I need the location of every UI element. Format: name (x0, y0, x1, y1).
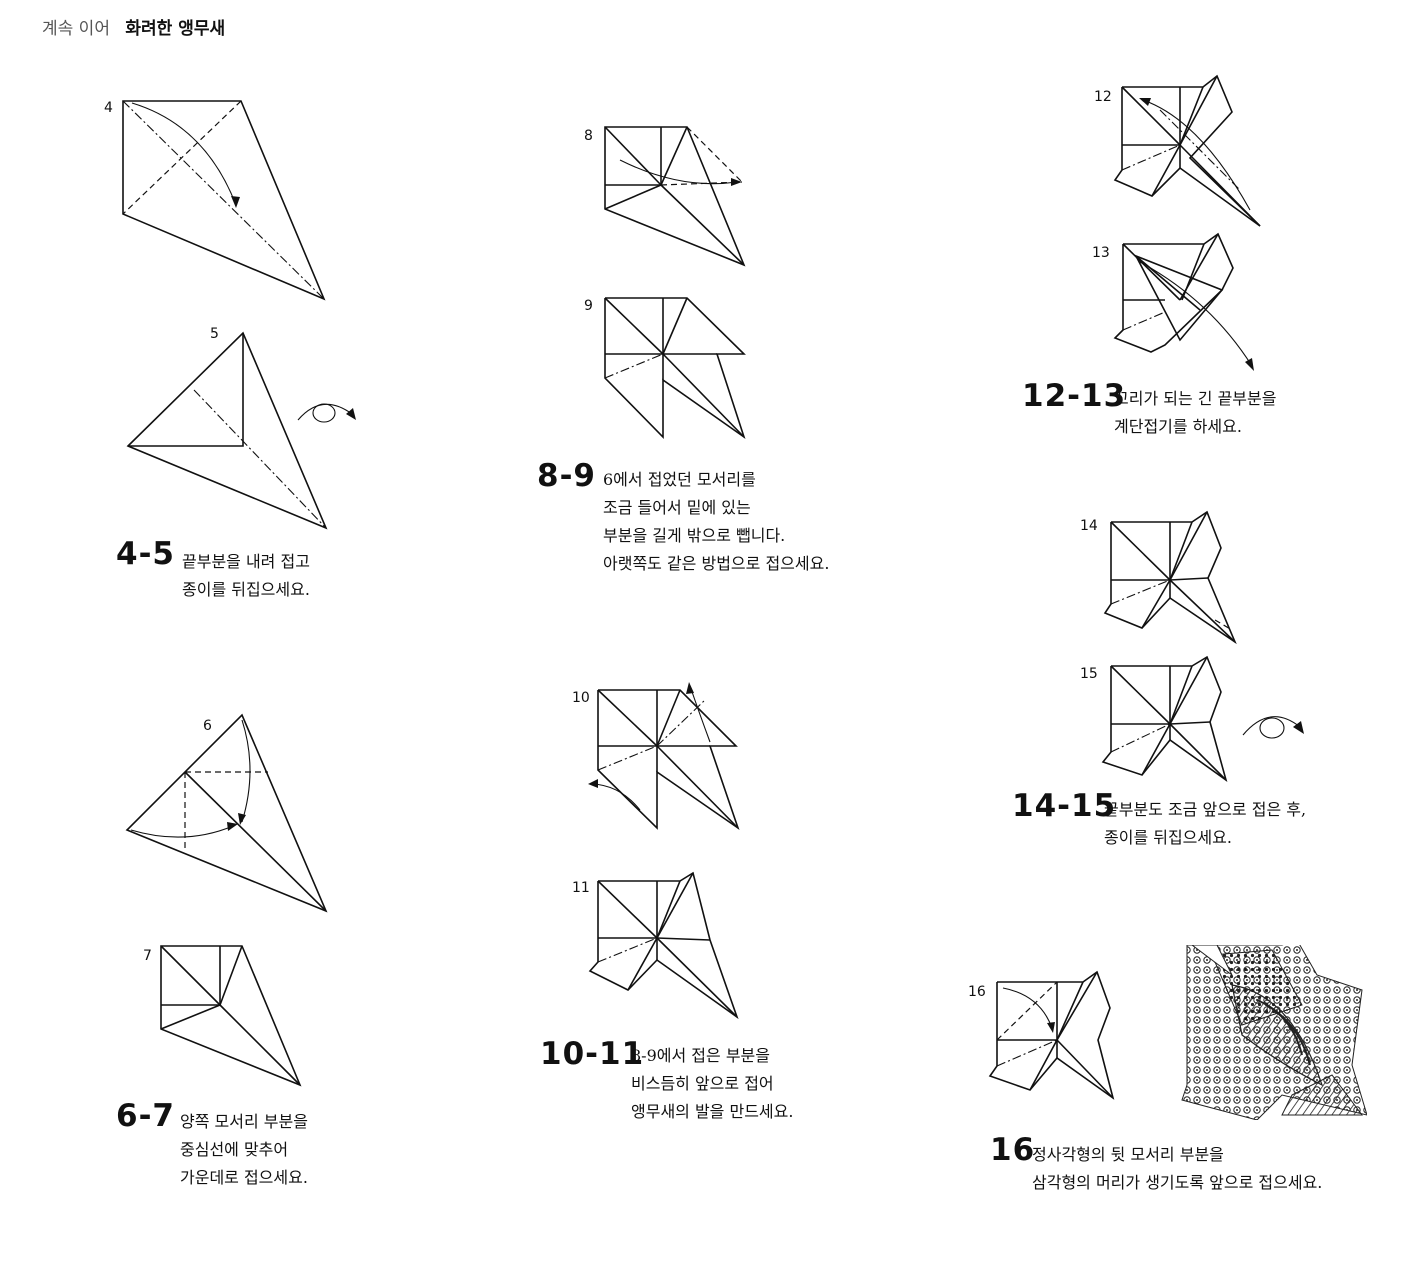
caption-6-7-text: 양쪽 모서리 부분을 중심선에 맞추어 가운데로 접으세요. (180, 1108, 308, 1192)
caption-line: 부분을 길게 밖으로 뺍니다. (603, 526, 786, 545)
caption-16-text: 정사각형의 뒷 모서리 부분을 삼각형의 머리가 생기도록 앞으로 접으세요. (1032, 1141, 1322, 1197)
step-10-number: 10 (572, 690, 590, 706)
caption-line: 계단접기를 하세요. (1114, 417, 1242, 436)
caption-line: 중심선에 맞추어 (180, 1140, 289, 1159)
caption-line: 정사각형의 뒷 모서리 부분을 (1032, 1145, 1224, 1164)
caption-12-13-number: 12-13 (1022, 378, 1127, 414)
caption-line: 끝부분도 조금 앞으로 접은 후, (1104, 800, 1307, 819)
caption-14-15-number: 14-15 (1012, 788, 1117, 824)
step-15-number: 15 (1080, 666, 1098, 682)
caption-line: 끝부분을 내려 접고 (182, 552, 310, 571)
header-title: 화려한 앵무새 (125, 19, 226, 39)
caption-line: 종이를 뒤집으세요. (182, 580, 310, 599)
caption-4-5-number: 4-5 (116, 536, 176, 572)
caption-line: 가운데로 접으세요. (180, 1168, 308, 1187)
caption-line: 6에서 접었던 모서리를 (603, 470, 756, 489)
parrot-pattern-illustration (1181, 945, 1367, 1120)
step-13-number: 13 (1092, 245, 1110, 261)
caption-6-7-number: 6-7 (116, 1098, 176, 1134)
caption-10-11-text: 8-9에서 접은 부분을 비스듬히 앞으로 접어 앵무새의 발을 만드세요. (631, 1042, 793, 1126)
caption-4-5-text: 끝부분을 내려 접고 종이를 뒤집으세요. (182, 548, 310, 604)
header-section: 계속 이어 (42, 19, 110, 39)
caption-line: 삼각형의 머리가 생기도록 앞으로 접으세요. (1032, 1173, 1323, 1192)
step-8-number: 8 (584, 128, 593, 144)
step-14-number: 14 (1080, 518, 1098, 534)
caption-line: 종이를 뒤집으세요. (1104, 828, 1232, 847)
step-6-number: 6 (203, 718, 212, 734)
caption-line: 앵무새의 발을 만드세요. (631, 1102, 794, 1121)
step-4-number: 4 (104, 100, 113, 116)
caption-line: 양쪽 모서리 부분을 (180, 1112, 308, 1131)
caption-line: 8-9에서 접은 부분을 (631, 1046, 770, 1065)
caption-14-15-text: 끝부분도 조금 앞으로 접은 후, 종이를 뒤집으세요. (1104, 796, 1306, 852)
caption-line: 아랫쪽도 같은 방법으로 접으세요. (603, 554, 830, 573)
step-16-number: 16 (968, 984, 986, 1000)
caption-line: 꼬리가 되는 긴 끝부분을 (1114, 389, 1277, 408)
caption-8-9-text: 6에서 접었던 모서리를 조금 들어서 밑에 있는 부분을 길게 밖으로 뺍니다… (603, 466, 829, 578)
step-5-number: 5 (210, 326, 219, 342)
step-9-number: 9 (584, 298, 593, 314)
caption-10-11-number: 10-11 (540, 1036, 645, 1072)
caption-16-number: 16 (990, 1132, 1036, 1168)
step-12-number: 12 (1094, 89, 1112, 105)
caption-line: 조금 들어서 밑에 있는 (603, 498, 751, 517)
step-11-number: 11 (572, 880, 590, 896)
page-header: 계속 이어 화려한 앵무새 (42, 14, 225, 39)
caption-line: 비스듬히 앞으로 접어 (631, 1074, 774, 1093)
caption-12-13-text: 꼬리가 되는 긴 끝부분을 계단접기를 하세요. (1114, 385, 1276, 441)
caption-8-9-number: 8-9 (537, 458, 597, 494)
step-7-number: 7 (143, 948, 152, 964)
